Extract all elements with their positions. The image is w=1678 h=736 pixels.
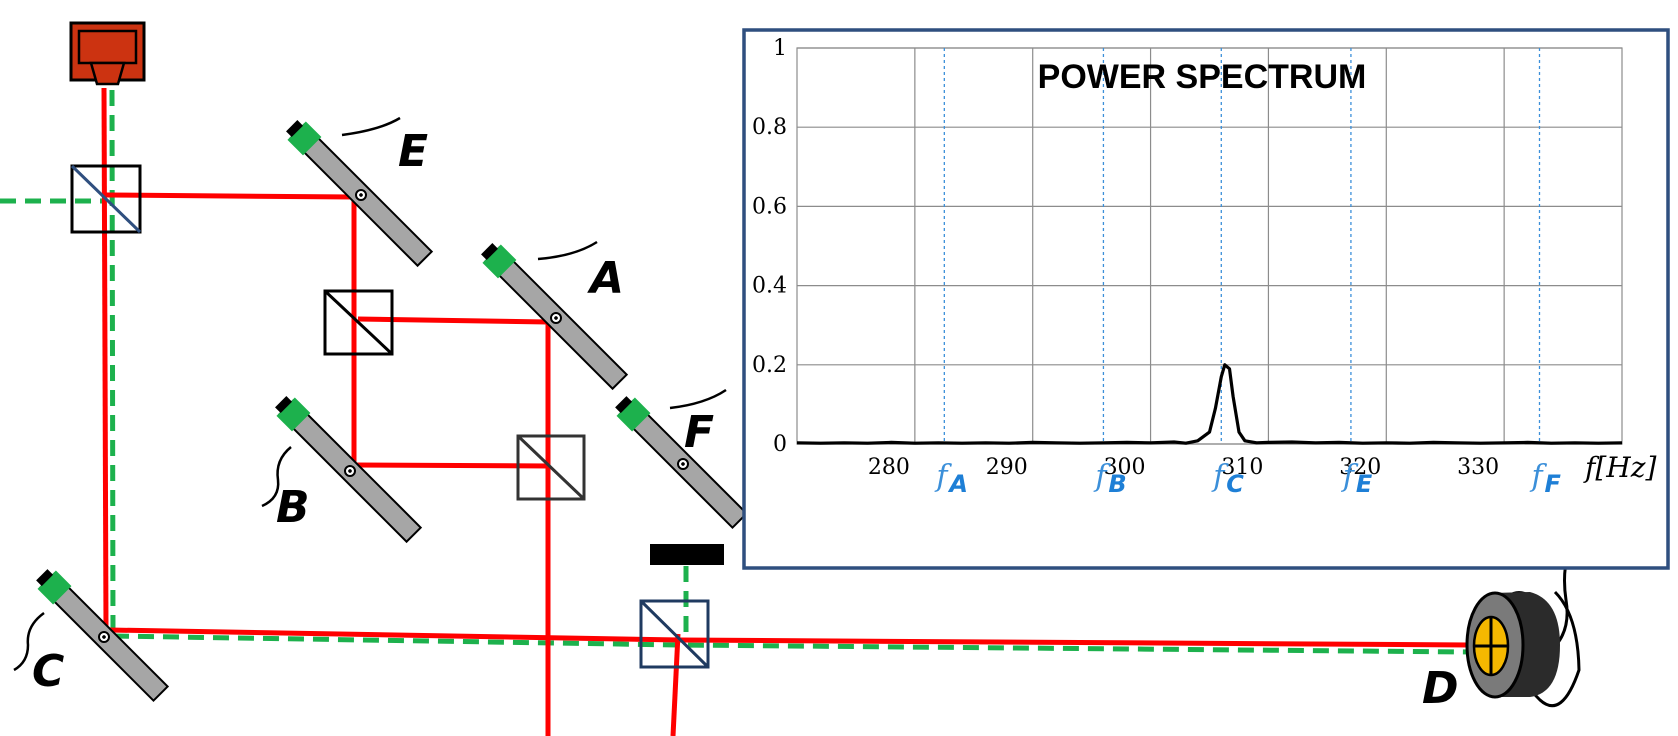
mirror-A-cable [537,240,598,261]
chart-title: POWER SPECTRUM [1038,58,1367,96]
red-output-beam [670,633,681,736]
mirror-C [36,569,170,703]
green-main-beam [112,633,1471,655]
laser-source [69,21,146,86]
mirror-F-cable [669,388,727,410]
red-beam-split-to-A [357,316,549,325]
photodetector-D [1465,529,1581,708]
x-tick-label: 310 [1221,455,1263,480]
label-F: F [684,407,714,458]
y-tick-label: 0.4 [752,274,787,299]
beam-splitter-3 [516,434,586,501]
mirror-C-cable [13,611,45,672]
frequency-marker-sub-F: F [1545,470,1562,498]
x-tick-label: 330 [1457,455,1499,480]
x-tick-label: 320 [1339,455,1381,480]
beam-splitter-2 [323,289,394,356]
spectrum-panel [742,28,1670,570]
frequency-marker-sub-B: B [1108,470,1126,498]
beam-splitter-4 [639,599,710,669]
green-vertical-beam [109,89,116,637]
y-tick-label: 1 [773,36,787,61]
frequency-marker-sub-E: E [1356,470,1373,498]
red-beam-B-to-bs [353,462,551,469]
x-tick-label: 290 [986,455,1028,480]
label-E: E [398,126,428,177]
red-beam-to-E [105,192,355,200]
beam-splitter-1 [70,164,142,234]
y-tick-label: 0 [773,432,787,457]
label-C: C [32,646,64,697]
red-laser-beam [101,87,109,631]
x-tick-label: 300 [1104,455,1146,480]
y-tick-label: 0.6 [752,194,787,219]
frequency-marker-sub-C: C [1226,470,1244,498]
y-tick-label: 0.8 [752,115,787,140]
y-tick-label: 0.2 [752,353,787,378]
mirror-B-cable [261,446,292,508]
plot-area [796,47,1623,445]
label-B: B [276,482,310,533]
mirror-A [481,243,629,391]
x-axis-label: f[Hz] [1583,451,1656,484]
label-A: A [587,253,624,304]
mirror-E [286,120,434,268]
label-D: D [1422,663,1459,714]
beam-dump [650,544,724,565]
spectrum-series-line [796,363,1623,445]
frequency-marker-sub-A: A [947,470,968,498]
mirror-B [275,396,423,544]
mirror-F [615,396,749,530]
x-tick-label: 280 [868,455,910,480]
mirror-E-cable [341,116,401,137]
